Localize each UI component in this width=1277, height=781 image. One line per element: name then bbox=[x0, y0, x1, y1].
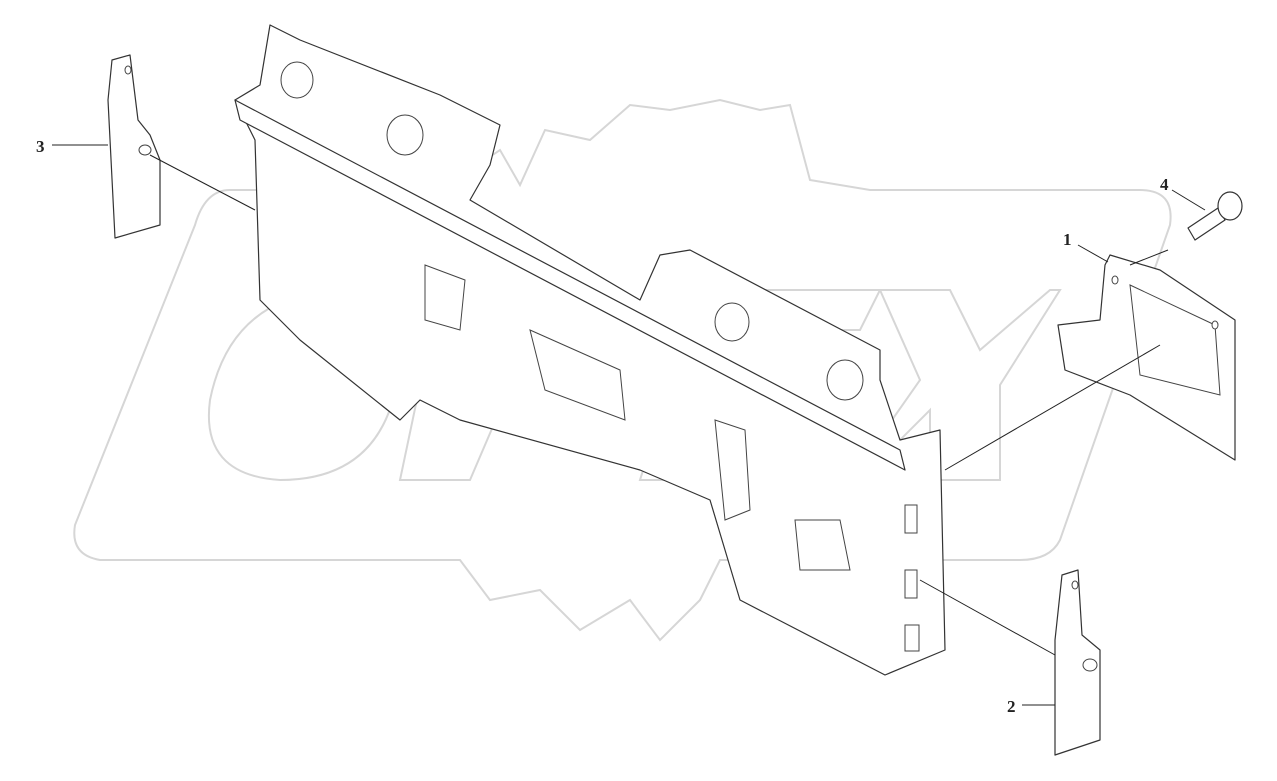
callout-4: 4 bbox=[1160, 175, 1169, 194]
part-4-bolt bbox=[1187, 191, 1243, 241]
callouts: 3 4 1 2 bbox=[36, 137, 1169, 716]
callout-2: 2 bbox=[1007, 697, 1016, 716]
part-3-bracket bbox=[107, 54, 161, 239]
leader-lines bbox=[52, 144, 1206, 706]
part-1-plate bbox=[1057, 254, 1236, 461]
part-2-bracket bbox=[1054, 569, 1101, 756]
callout-1: 1 bbox=[1063, 230, 1072, 249]
callout-3: 3 bbox=[36, 137, 45, 156]
main-panel bbox=[234, 24, 946, 676]
